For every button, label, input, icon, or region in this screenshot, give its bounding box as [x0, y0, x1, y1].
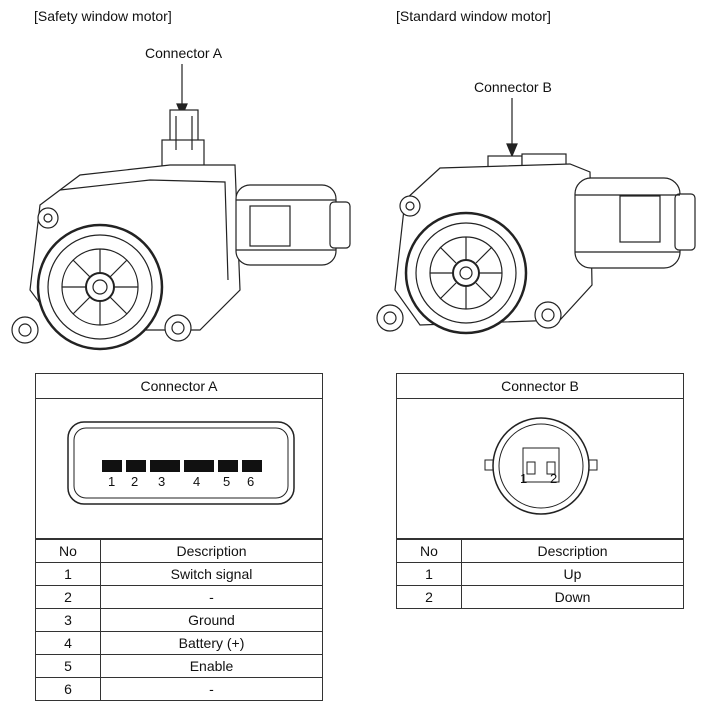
- connector-a-pin-2: [126, 460, 146, 472]
- cell-no: 4: [35, 631, 101, 655]
- connector-a-pin-5: [218, 460, 238, 472]
- cell-description: Enable: [100, 654, 323, 678]
- col-header-description: Description: [461, 539, 684, 563]
- callout-connector-b: Connector B: [474, 79, 552, 95]
- connector-a-pin-label-6: 6: [247, 474, 255, 489]
- connector-b-pin-1: [526, 461, 536, 475]
- connector-a-title: Connector A: [36, 374, 322, 399]
- cell-no: 2: [396, 585, 462, 609]
- connector-b-pin-2: [546, 461, 556, 475]
- connector-a-pin-label-2: 2: [131, 474, 139, 489]
- motor-illustrations: [11, 64, 696, 351]
- connector-b-title: Connector B: [397, 374, 683, 399]
- col-header-no: No: [396, 539, 462, 563]
- connector-a-pin-label-3: 3: [158, 474, 166, 489]
- standard-motor-can: [574, 177, 681, 269]
- cell-no: 6: [35, 677, 101, 701]
- standard-output-gear: [404, 211, 528, 335]
- cell-description: -: [100, 585, 323, 609]
- table-header-row: No Description: [35, 539, 323, 563]
- connector-b-panel: Connector B 1 2: [396, 373, 684, 539]
- connector-a-pin-label-5: 5: [223, 474, 231, 489]
- connector-a-pin-6: [242, 460, 262, 472]
- callout-connector-a: Connector A: [145, 45, 223, 61]
- col-header-description: Description: [100, 539, 323, 563]
- connector-b-pin-label-2: 2: [550, 471, 558, 486]
- connector-b-pin-label-1: 1: [520, 471, 528, 486]
- cell-description: Up: [461, 562, 684, 586]
- connector-b-face: [484, 417, 598, 515]
- safety-motor-drawing: [11, 64, 351, 351]
- col-header-no: No: [35, 539, 101, 563]
- connector-a-pin-4: [184, 460, 214, 472]
- cell-no: 1: [35, 562, 101, 586]
- table-row: 6-: [35, 677, 323, 701]
- left-heading: [Safety window motor]: [34, 8, 172, 24]
- right-heading: [Standard window motor]: [396, 8, 551, 24]
- connector-a-pin-1: [102, 460, 122, 472]
- table-row: 2-: [35, 585, 323, 609]
- cell-description: Switch signal: [100, 562, 323, 586]
- connector-a-panel: Connector A 1 2 3 4 5 6: [35, 373, 323, 539]
- cell-description: -: [100, 677, 323, 701]
- cell-no: 2: [35, 585, 101, 609]
- connector-a-pin-label-1: 1: [108, 474, 116, 489]
- cell-no: 1: [396, 562, 462, 586]
- cell-description: Ground: [100, 608, 323, 632]
- callout-b-arrowhead: [506, 143, 518, 158]
- safety-output-gear: [36, 223, 164, 351]
- cell-description: Battery (+): [100, 631, 323, 655]
- standard-motor-drawing: [376, 98, 696, 335]
- connector-a-pin-3: [150, 460, 180, 472]
- connector-a-pin-label-4: 4: [193, 474, 201, 489]
- table-header-row: No Description: [396, 539, 684, 563]
- cell-description: Down: [461, 585, 684, 609]
- cell-no: 5: [35, 654, 101, 678]
- connector-a-face: [67, 421, 295, 505]
- cell-no: 3: [35, 608, 101, 632]
- safety-motor-can: [235, 184, 337, 266]
